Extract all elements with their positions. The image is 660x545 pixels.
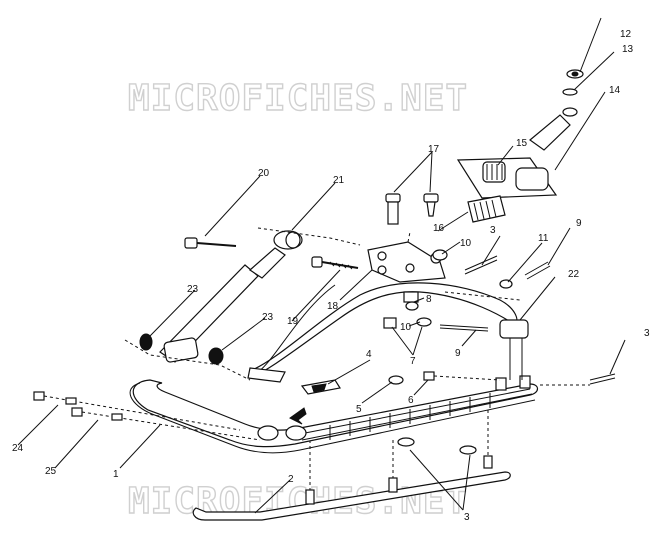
callout-9-bottom: 9 <box>455 348 461 359</box>
shock-absorber <box>124 227 361 381</box>
pin-9-right <box>524 261 551 280</box>
callout-14: 14 <box>609 85 621 96</box>
callout-labels: 1 2 3 3 3 4 5 6 7 8 9 9 10 10 11 12 13 1… <box>12 29 650 523</box>
callout-3-top: 3 <box>490 225 496 236</box>
callout-13: 13 <box>622 44 634 55</box>
rubber-block-15 <box>482 161 506 183</box>
callout-19: 19 <box>287 316 299 327</box>
callout-22: 22 <box>568 269 580 280</box>
bolt-24 <box>33 391 241 431</box>
callout-10-bottom: 10 <box>400 322 412 333</box>
callout-1: 1 <box>113 469 119 480</box>
callout-4: 4 <box>366 349 372 360</box>
callout-9-right: 9 <box>576 218 582 229</box>
callout-23-right: 23 <box>262 312 274 323</box>
ski-runner-wear-bar <box>192 410 511 521</box>
callout-20: 20 <box>258 168 270 179</box>
callout-17: 17 <box>428 144 440 155</box>
ski <box>129 375 539 454</box>
clip-4 <box>300 379 341 395</box>
nut-23-left <box>139 333 153 351</box>
callout-24: 24 <box>12 443 24 454</box>
callout-11: 11 <box>538 233 549 244</box>
bolt-17a <box>385 193 401 225</box>
callout-6: 6 <box>408 395 414 406</box>
cotter-pin-3-right <box>589 373 616 385</box>
pin-9-bottom <box>439 324 489 332</box>
cotter-pin-3-top <box>464 255 498 275</box>
callout-7: 7 <box>410 356 416 367</box>
callout-18: 18 <box>327 301 339 312</box>
nut-11 <box>499 279 513 289</box>
callout-3-right: 3 <box>644 328 650 339</box>
callout-12: 12 <box>620 29 632 40</box>
bolt-17b <box>423 193 439 217</box>
fastener-cluster <box>383 291 432 329</box>
bumper-16 <box>467 195 506 223</box>
leaf-spring <box>247 282 529 383</box>
callout-23-left: 23 <box>187 284 199 295</box>
cotter-pin-3-bottom <box>397 437 477 455</box>
callout-3-bottom: 3 <box>464 512 470 523</box>
callout-25: 25 <box>45 466 57 477</box>
callout-10-top: 10 <box>460 238 472 249</box>
callout-2: 2 <box>288 474 294 485</box>
nut-23-right <box>208 347 224 365</box>
callout-21: 21 <box>333 175 345 186</box>
bolt-25 <box>71 407 261 441</box>
bolt-19 <box>311 256 359 270</box>
callout-5: 5 <box>356 404 362 415</box>
bolt-6 <box>423 371 501 381</box>
washer-5 <box>388 375 404 385</box>
callout-8: 8 <box>426 294 432 305</box>
callout-16: 16 <box>433 223 445 234</box>
watermark-top: MICROFICHES.NET <box>128 78 468 119</box>
steering-spindle <box>456 69 584 199</box>
bolt-20 <box>184 237 237 249</box>
callout-15: 15 <box>516 138 528 149</box>
leader-lines <box>17 17 626 514</box>
